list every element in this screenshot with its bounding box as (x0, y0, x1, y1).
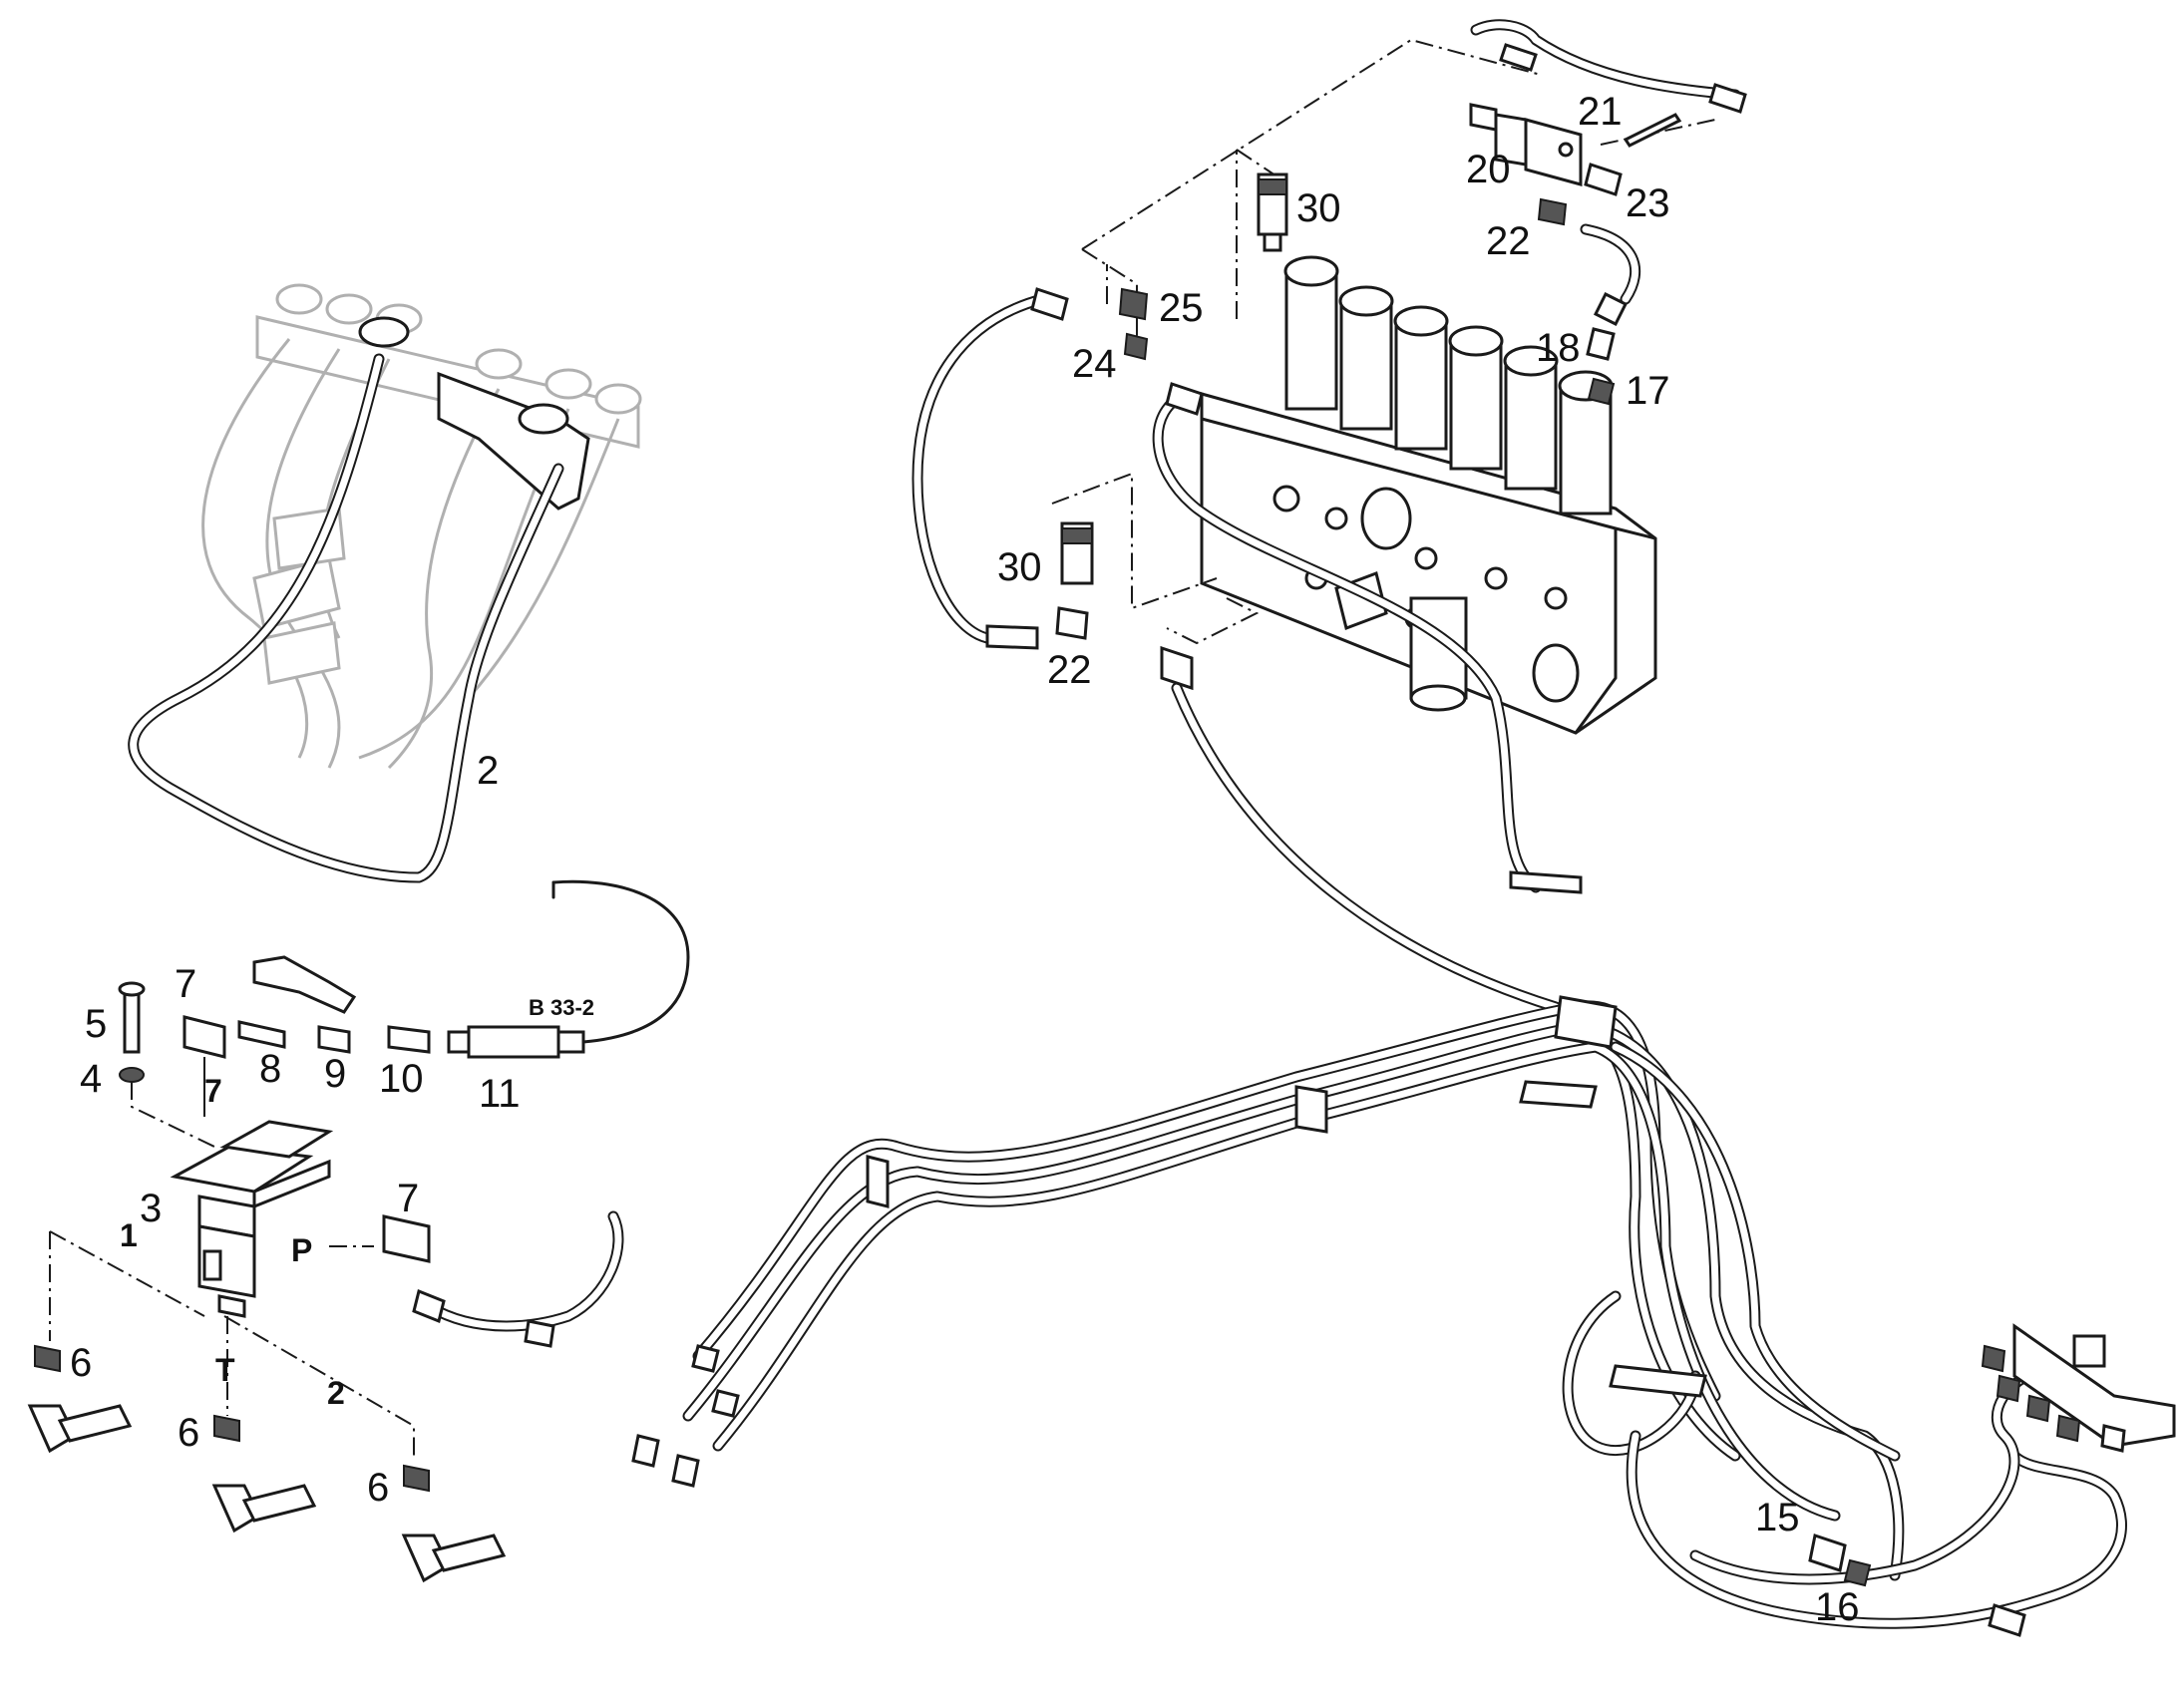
bolt-5 (123, 985, 141, 1054)
callout-25: 25 (1159, 286, 1204, 330)
callout-2-hose: 2 (477, 749, 499, 793)
callout-20: 20 (1466, 148, 1511, 191)
callout-17: 17 (1626, 369, 1670, 413)
valve-spools (1283, 255, 1614, 515)
callout-5: 5 (85, 1002, 107, 1046)
callout-9: 9 (324, 1052, 346, 1096)
callout-24: 24 (1072, 342, 1117, 386)
sensor-cable (551, 879, 690, 1044)
fitting-7-top (182, 1015, 226, 1059)
connector-label: B 33-2 (529, 995, 594, 1020)
fitting-7-p (382, 1214, 431, 1263)
callout-30-b: 30 (997, 545, 1042, 589)
fitting-30-top (1257, 172, 1288, 252)
callout-4: 4 (80, 1057, 102, 1101)
fitting-25 (1118, 287, 1149, 321)
port-label-t: T (215, 1352, 235, 1388)
callout-8: 8 (259, 1047, 281, 1091)
solenoid-valve-20 (1469, 103, 1583, 186)
fitting-22-top (1537, 197, 1568, 226)
pin-21 (1623, 113, 1682, 148)
callout-11: 11 (479, 1072, 521, 1116)
callout-2-line: 2 (327, 1375, 345, 1411)
callout-6-a: 6 (70, 1341, 92, 1385)
port-fitting-6-c (401, 1464, 507, 1583)
port-fitting-6-b (211, 1414, 317, 1534)
fitting-8 (237, 1020, 286, 1049)
callout-22-b: 22 (1047, 648, 1092, 692)
fitting-16 (1843, 1558, 1872, 1587)
callout-7-b: 7 (204, 1073, 222, 1109)
callout-10: 10 (379, 1057, 424, 1101)
callout-6-b: 6 (178, 1411, 199, 1455)
callout-30-a: 30 (1296, 186, 1341, 230)
callout-18: 18 (1536, 326, 1581, 370)
fitting-23 (1584, 163, 1623, 196)
fitting-22-lower (1055, 606, 1089, 640)
washer-4 (119, 1067, 145, 1083)
fitting-30-lower (1060, 521, 1094, 585)
callout-23: 23 (1626, 181, 1670, 225)
callout-1: 1 (120, 1217, 138, 1253)
callout-22-a: 22 (1486, 219, 1531, 263)
callout-16: 16 (1815, 1585, 1860, 1629)
callout-7-c: 7 (397, 1177, 419, 1220)
foot-pedal-valve (170, 1120, 334, 1318)
port-label-p: P (291, 1232, 312, 1268)
port-fitting-6-a (27, 1344, 133, 1454)
fitting-9 (317, 1025, 351, 1054)
fitting-24 (1123, 332, 1149, 361)
callout-6-c: 6 (367, 1466, 389, 1510)
callout-21: 21 (1578, 90, 1623, 134)
callouts: 1 2 3 4 5 6 6 6 7 7 7 8 9 10 11 15 16 17… (70, 90, 1860, 1629)
fitting-10 (387, 1025, 431, 1054)
callout-15: 15 (1755, 1496, 1800, 1539)
distribution-block (1981, 1323, 2176, 1453)
callout-3: 3 (140, 1187, 162, 1230)
main-valve-block (1200, 255, 1657, 735)
callout-7-a: 7 (175, 962, 196, 1006)
ghost-valve-caps (275, 283, 642, 415)
pressure-sensor-11 (447, 1025, 585, 1059)
ghosted-valve-assembly (201, 283, 642, 770)
hose-harness (631, 870, 2127, 1629)
fitting-15 (1808, 1534, 1847, 1572)
